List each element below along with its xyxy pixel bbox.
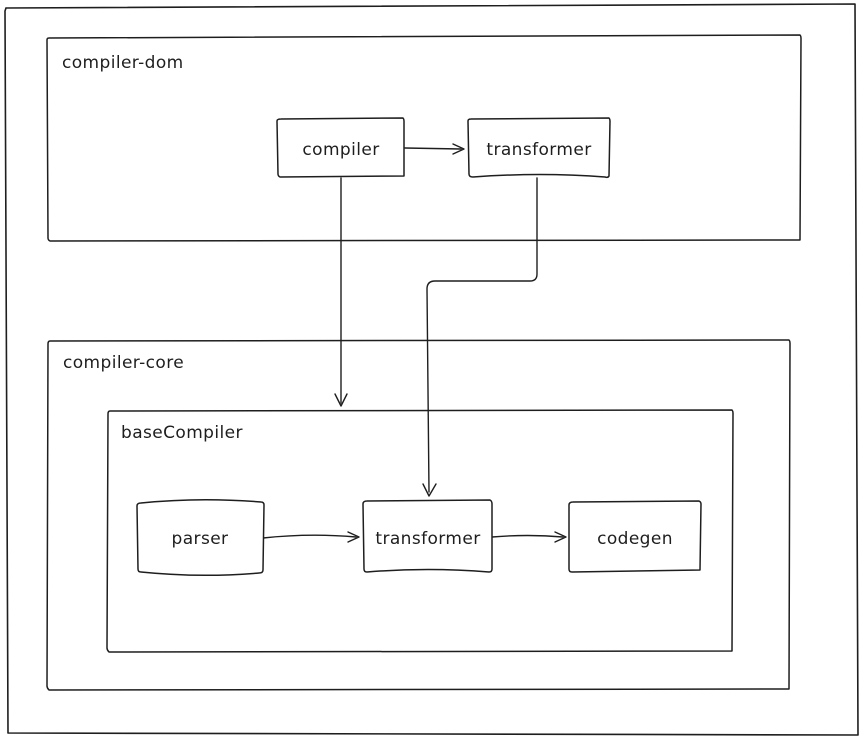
node-label-parser: parser: [172, 529, 229, 549]
node-parser[interactable]: parser: [136, 498, 265, 577]
group-compiler-core[interactable]: compiler-core: [46, 339, 791, 691]
edge-domtransformer-to-coretransformer[interactable]: [422, 177, 538, 497]
node-label-core-transformer: transformer: [375, 529, 480, 549]
node-dom-transformer[interactable]: transformer: [467, 117, 611, 179]
edge-compiler-to-domtransformer[interactable]: [404, 143, 465, 155]
group-baseCompiler[interactable]: baseCompiler: [106, 409, 734, 653]
group-label-compiler-dom: compiler-dom: [62, 53, 184, 73]
node-label-codegen: codegen: [597, 529, 673, 549]
outer-frame: [4, 3, 859, 736]
node-codegen[interactable]: codegen: [568, 500, 702, 573]
node-core-transformer[interactable]: transformer: [362, 499, 493, 573]
node-label-dom-transformer: transformer: [486, 140, 591, 160]
group-compiler-dom[interactable]: compiler-dom: [46, 34, 802, 242]
edge-parser-to-transformer[interactable]: [262, 531, 360, 543]
node-compiler[interactable]: compiler: [276, 117, 405, 178]
group-label-compiler-core: compiler-core: [63, 353, 184, 373]
group-label-baseCompiler: baseCompiler: [121, 423, 243, 443]
edge-compiler-to-basecompiler[interactable]: [334, 177, 348, 407]
node-label-compiler: compiler: [302, 140, 379, 160]
edge-transformer-to-codegen[interactable]: [491, 531, 567, 543]
